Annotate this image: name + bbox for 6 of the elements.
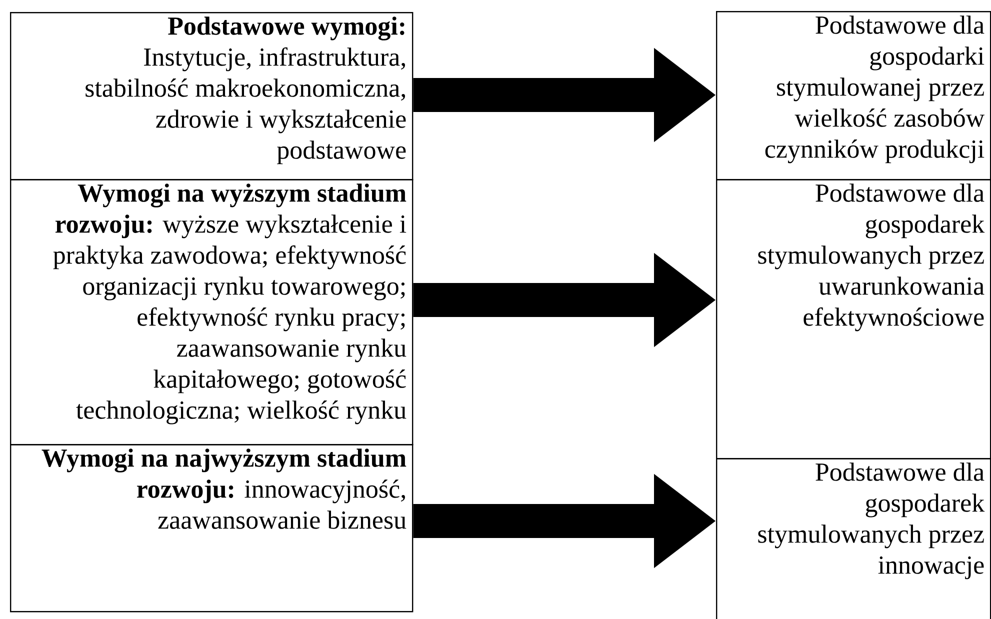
requirement-box: Podstawowe wymogi: Instytucje, infrastruktura, stabilność makroekonomiczna, zdrowie i wykształcenie podstawowe xyxy=(10,12,414,180)
requirement-box: Wymogi na najwyższym stadium rozwoju: innowacyjność, zaawansowanie biznesu xyxy=(10,444,414,612)
requirement-box: Wymogi na wyższym stadium rozwoju: wyższe wykształcenie i praktyka zawodowa; efektywność organizacji rynku towarowego; efektywność rynku pracy; zaawansowanie rynku kapitałowego; gotowość technologiczna; wielkość rynku xyxy=(10,179,414,446)
economy-box: Podstawowe dla gospodarek stymulowanych przez uwarunkowania efektywnościowe xyxy=(716,179,991,460)
economy-box: Podstawowe dla gospodarki stymulowanej przez wielkość zasobów czynników produkcji xyxy=(716,11,991,180)
economy-box: Podstawowe dla gospodarek stymulowanych przez innowacje xyxy=(716,458,991,619)
